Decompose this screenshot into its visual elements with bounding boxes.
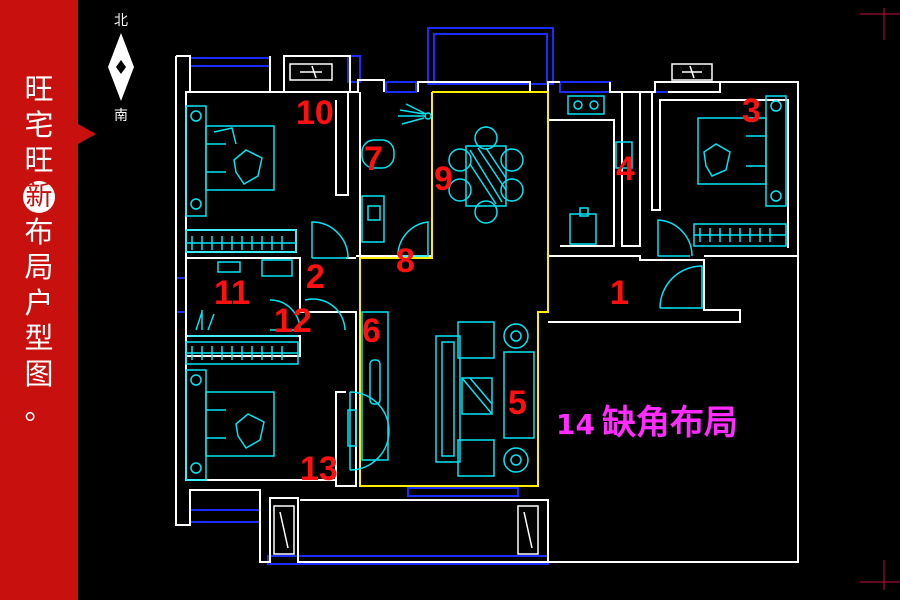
title-char: 旺 bbox=[24, 143, 54, 177]
vertical-title: 旺宅旺新布局户型图。 bbox=[21, 72, 57, 428]
annotation-number: 14 bbox=[556, 408, 595, 441]
title-char: 宅 bbox=[24, 107, 54, 142]
sidebar bbox=[0, 0, 78, 600]
room-number-12: 12 bbox=[274, 302, 312, 340]
room-number-10: 10 bbox=[296, 94, 334, 132]
fixtures bbox=[188, 95, 633, 461]
compass-north-label: 北 bbox=[114, 13, 128, 29]
room-number-9: 9 bbox=[434, 160, 453, 198]
room-number-1: 1 bbox=[610, 274, 629, 312]
title-char: 户 bbox=[24, 285, 54, 320]
dining-table bbox=[448, 126, 524, 224]
bed-room-13 bbox=[185, 341, 299, 481]
annotation-text: 缺角布局 bbox=[602, 403, 738, 443]
room-numbers: 1 2 3 4 5 6 7 8 9 10 11 12 13 bbox=[214, 92, 761, 488]
sidebar-pointer-arrow bbox=[78, 124, 96, 144]
title-char: 局 bbox=[24, 250, 54, 284]
room-number-13: 13 bbox=[300, 450, 338, 488]
room-number-11: 11 bbox=[214, 274, 250, 312]
room-number-2: 2 bbox=[306, 258, 325, 296]
room-number-6: 6 bbox=[362, 312, 381, 350]
windows bbox=[175, 27, 721, 565]
compass-icon: 北 南 bbox=[108, 13, 134, 124]
doors bbox=[269, 219, 703, 471]
crop-marks bbox=[860, 8, 900, 590]
window-units bbox=[273, 63, 713, 555]
title-char: 旺 bbox=[24, 72, 54, 106]
room-number-3: 3 bbox=[742, 92, 761, 130]
bed-room-3 bbox=[693, 95, 787, 247]
missing-corner-annotation: 14 缺角布局 bbox=[556, 403, 738, 443]
title-char: 新 bbox=[23, 180, 55, 213]
sofa-set bbox=[435, 321, 535, 477]
living-dining-zone bbox=[359, 91, 549, 487]
title-char: 型 bbox=[24, 321, 54, 355]
room-number-5: 5 bbox=[508, 384, 527, 422]
title-char: 图 bbox=[24, 356, 54, 391]
compass-south-label: 南 bbox=[114, 108, 128, 124]
room-number-4: 4 bbox=[616, 150, 635, 188]
bed-room-10 bbox=[185, 105, 297, 253]
room-number-7: 7 bbox=[364, 140, 383, 178]
title-char: 。 bbox=[24, 392, 54, 426]
room-number-8: 8 bbox=[396, 242, 415, 280]
title-char: 布 bbox=[24, 214, 54, 249]
